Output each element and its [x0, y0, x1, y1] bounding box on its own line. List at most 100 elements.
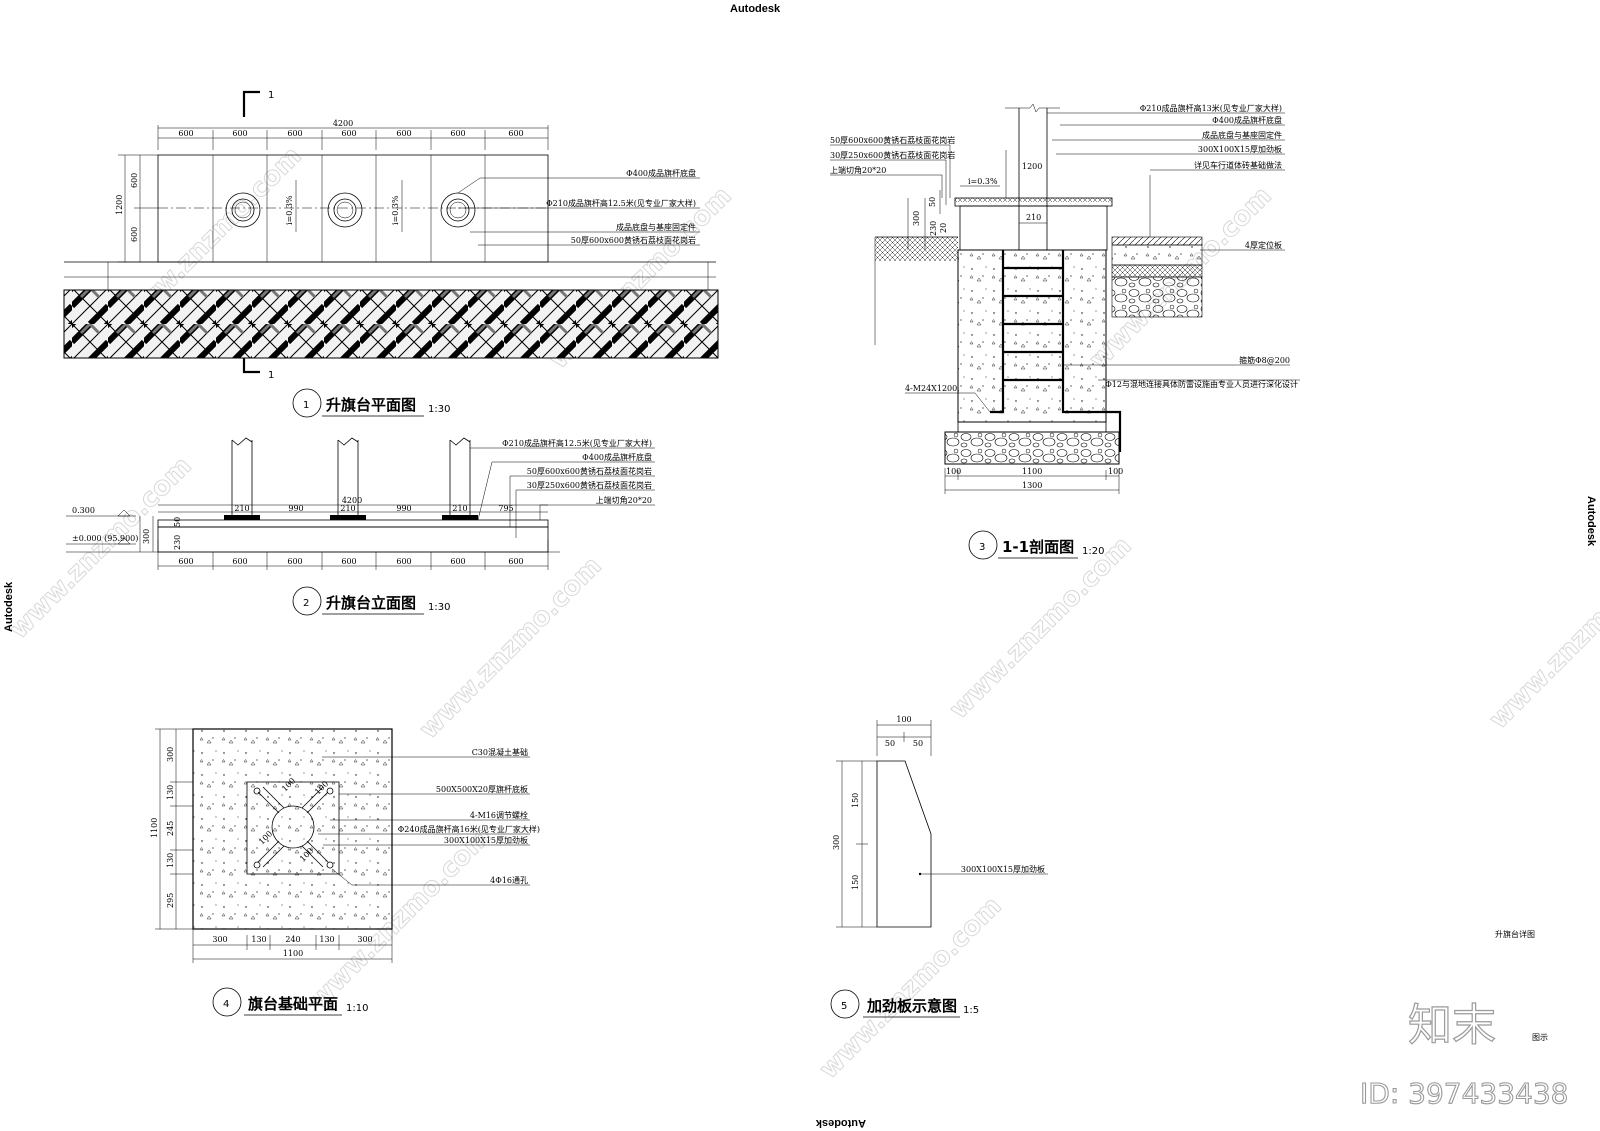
slope-label: i=0.3%: [391, 195, 400, 225]
dim-600: 600: [341, 557, 356, 566]
level-label: 0.300: [72, 506, 95, 515]
level-label: ±0.000 (95.900): [72, 534, 138, 543]
view-title: 升旗台平面图: [326, 396, 416, 414]
note-text: 300X100X15厚加劲板: [444, 835, 528, 845]
dim: 300: [166, 747, 175, 762]
gravel-base: [944, 431, 1120, 465]
dim-total: 1100: [283, 949, 303, 958]
dim-600: 600: [341, 129, 356, 138]
slope-label: i=0.3%: [285, 195, 294, 225]
autodesk-label-right: Autodesk: [1585, 496, 1597, 547]
autodesk-label-left: Autodesk: [3, 581, 15, 632]
flag-base-2: [327, 192, 363, 228]
dim: 230: [929, 221, 938, 236]
view-scale: 1:10: [346, 1003, 368, 1014]
dim: 50: [928, 197, 937, 207]
watermarks: www.znzmo.com www.znzmo.com www.znzmo.co…: [3, 141, 1600, 1086]
dim: 150: [851, 875, 860, 890]
note-text: Φ240成品旗杆高16米(见专业厂家大样): [398, 824, 540, 834]
dim-600: 600: [130, 173, 139, 188]
view-number: 5: [841, 1001, 847, 1012]
note-text: C30混凝土基础: [472, 747, 528, 757]
dim-total: 300: [832, 835, 841, 850]
section-mark-label: 1: [268, 90, 274, 101]
view5-stiffener: 100 50 50 300 150 150 300X100X15厚加劲板 5 加…: [830, 715, 1048, 1019]
dim: 1200: [1022, 162, 1042, 171]
dim: 210: [1026, 213, 1041, 222]
view-title: 旗台基础平面: [248, 995, 338, 1013]
dim: 150: [851, 793, 860, 808]
dim: 300: [357, 935, 372, 944]
note-text: Φ400成品旗杆底盘: [582, 452, 652, 462]
id-text: ID: 397433438: [1360, 1077, 1568, 1110]
sheet-label: 升旗台详图: [1495, 929, 1535, 939]
dim: 130: [251, 935, 266, 944]
note-text: 成品底盘与基座固定件: [616, 222, 696, 232]
dim: 1300: [1022, 481, 1042, 490]
dim: 300: [142, 529, 151, 544]
dim-600: 600: [232, 557, 247, 566]
dim-600: 600: [287, 129, 302, 138]
dim: 100: [946, 467, 961, 476]
note-text: 300X100X15厚加劲板: [961, 864, 1045, 874]
brand-logo-sub: 图示: [1532, 1033, 1548, 1042]
view-scale: 1:5: [963, 1005, 979, 1016]
note-text: Φ400成品旗杆底盘: [1212, 115, 1282, 125]
note-text: Φ210成品旗杆高12.5米(见专业厂家大样): [546, 198, 696, 208]
dim: 20: [939, 223, 948, 233]
dim: 240: [285, 935, 300, 944]
note-text: 500X500X20厚旗杆底板: [436, 784, 528, 794]
note-text: 50厚600x600黄锈石荔枝面花岗岩: [830, 135, 955, 145]
view2-elevation: 4200 210 990 210 990 210 795 600 600 600…: [66, 437, 655, 616]
dim-600: 600: [508, 557, 523, 566]
note-text: 30厚250x600黄锈石荔枝面花岗岩: [527, 480, 652, 490]
note-text: 4厚定位板: [1245, 240, 1282, 250]
dim-600: 600: [450, 129, 465, 138]
view-number: 4: [223, 999, 229, 1010]
note-text: Φ12与混地连接具体防雷设施由专业人员进行深化设计: [1105, 379, 1298, 389]
dim: 1100: [1022, 467, 1042, 476]
view-title: 升旗台立面图: [326, 594, 416, 612]
view-scale: 1:30: [428, 602, 450, 613]
slope-label: i=0.3%: [968, 177, 998, 186]
note-text: 300X100X15厚加劲板: [1198, 144, 1282, 154]
dim-total: 4200: [333, 119, 353, 128]
note-text: 箍筋Φ8@200: [1239, 355, 1290, 365]
dim: 50: [173, 517, 182, 527]
dim: 210: [234, 504, 249, 513]
note-text: 详见车行道体砖基础做法: [1194, 160, 1282, 170]
dim-total: 4200: [342, 496, 362, 505]
view1-plan: 1 1 4200 600 600 600 600 600 600 600 120…: [63, 90, 719, 418]
watermark-text: www.znzmo.com: [1484, 541, 1600, 735]
view-scale: 1:20: [1082, 546, 1104, 557]
note-text: Φ210成品旗杆高13米(见专业厂家大样): [1140, 103, 1282, 113]
dim: 300: [912, 211, 921, 226]
view-scale: 1:30: [428, 404, 450, 415]
dim-600: 600: [178, 129, 193, 138]
dim: 130: [166, 785, 175, 800]
dim: 210: [452, 504, 467, 513]
dim: 230: [173, 535, 182, 550]
watermark-text: www.znzmo.com: [4, 451, 198, 645]
note-text: 4-M16调节螺栓: [470, 810, 528, 820]
note-text: 50厚600x600黄锈石荔枝面花岗岩: [527, 466, 652, 476]
watermark-text: www.znzmo.com: [944, 531, 1138, 725]
dim: 990: [396, 504, 411, 513]
dim: 130: [319, 935, 334, 944]
brand-logo: 知末: [1408, 1000, 1496, 1051]
dim: 100: [1108, 467, 1123, 476]
dim-600: 600: [450, 557, 465, 566]
section-mark-label: 1: [268, 370, 274, 381]
view-number: 2: [303, 598, 309, 609]
foundation-square: [192, 728, 393, 930]
view4-foundation-plan: 100 100 100 100 1100 300 130 245 130 295…: [150, 728, 540, 1017]
dim: 50: [885, 739, 895, 748]
dim-total: 1100: [150, 818, 159, 838]
view-number: 1: [303, 400, 309, 411]
note-text: Φ400成品旗杆底盘: [626, 168, 696, 178]
bolt-label: 4-M24X1200: [905, 384, 957, 393]
dim: 245: [166, 821, 175, 836]
watermark-text: www.znzmo.com: [414, 551, 608, 745]
view-title: 1-1剖面图: [1002, 538, 1074, 556]
autodesk-label-bottom: Autodesk: [815, 1117, 866, 1129]
